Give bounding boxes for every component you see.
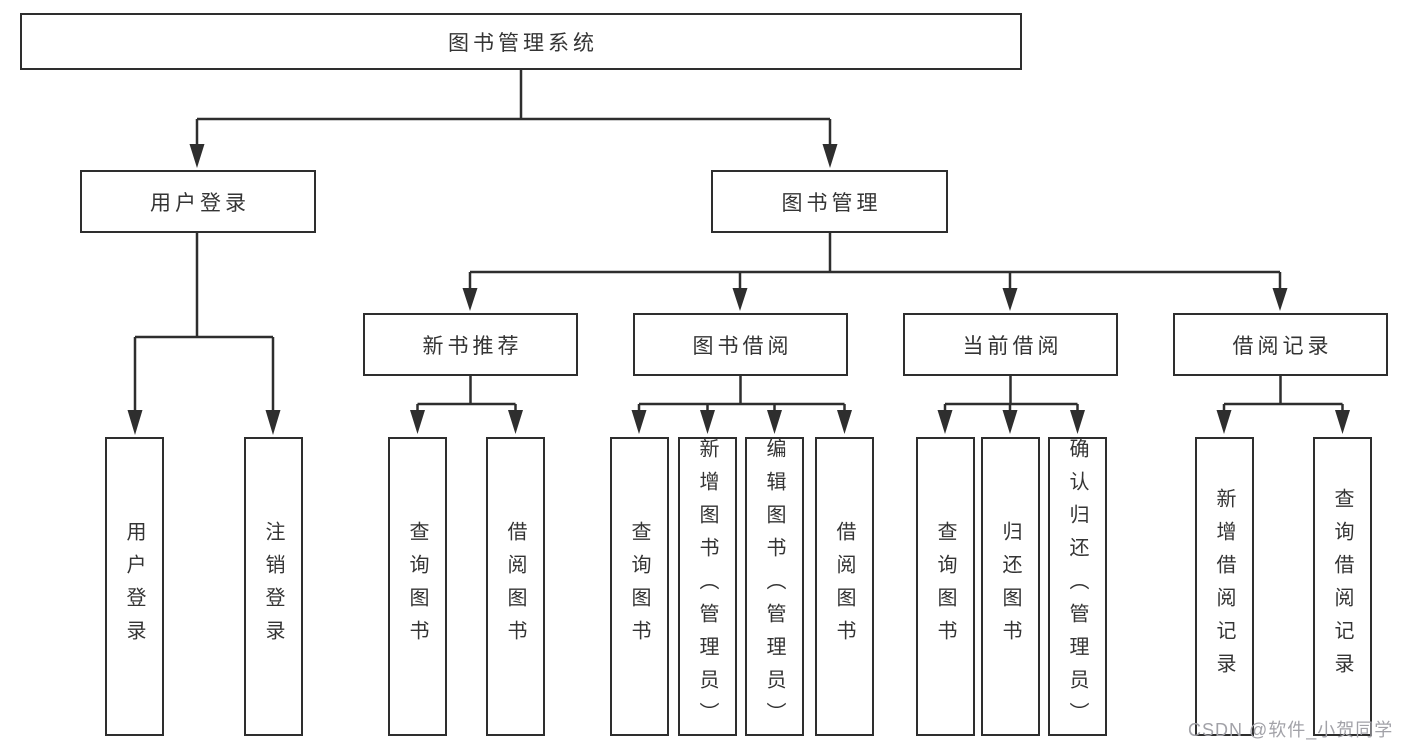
leaf-edit-book-admin: 编辑图书（管理员）	[745, 437, 804, 736]
leaf-label: 归还图书	[999, 520, 1021, 653]
leaf-label: 编辑图书（管理员）	[763, 438, 785, 735]
leaf-label: 借阅图书	[833, 520, 855, 653]
arrow-down-icon	[631, 410, 852, 434]
leaf-label: 用户登录	[123, 520, 145, 653]
arrow-down-icon	[127, 410, 281, 435]
arrow-down-icon	[410, 410, 523, 434]
node-label: 新书推荐	[422, 334, 523, 358]
node-label: 用户登录	[150, 191, 250, 215]
connector-userlogin-to-leaves	[133, 233, 275, 412]
arrow-down-icon	[937, 410, 1085, 434]
node-borrowing-records: 借阅记录	[1173, 313, 1388, 376]
connector-borrowrecords-to-leaves	[1222, 376, 1344, 412]
connector-bookmgmt-to-level3	[468, 233, 1282, 290]
connector-currentborrow-to-leaves	[943, 376, 1079, 412]
leaf-borrow-books-recommend: 借阅图书	[486, 437, 545, 736]
leaf-user-login: 用户登录	[105, 437, 164, 736]
leaf-query-books-current: 查询图书	[916, 437, 975, 736]
leaf-return-books: 归还图书	[981, 437, 1040, 736]
node-label: 当前借阅	[962, 334, 1063, 358]
node-label: 借阅记录	[1232, 334, 1333, 358]
leaf-label: 借阅图书	[504, 520, 526, 653]
connector-bookborrow-to-leaves	[637, 376, 846, 412]
arrow-down-icon	[1216, 410, 1350, 434]
node-label: 图书管理系统	[448, 31, 598, 55]
leaf-confirm-return-admin: 确认归还（管理员）	[1048, 437, 1107, 736]
leaf-label: 查询借阅记录	[1331, 487, 1353, 686]
node-current-borrowing: 当前借阅	[903, 313, 1118, 376]
leaf-label: 查询图书	[406, 520, 428, 653]
node-library-system: 图书管理系统	[20, 13, 1022, 70]
node-new-book-recommend: 新书推荐	[363, 313, 578, 376]
leaf-label: 新增图书（管理员）	[696, 438, 718, 735]
leaf-query-borrow-record: 查询借阅记录	[1313, 437, 1372, 736]
leaf-label: 查询图书	[934, 520, 956, 653]
leaf-add-book-admin: 新增图书（管理员）	[678, 437, 737, 736]
node-book-management: 图书管理	[711, 170, 948, 233]
node-label: 图书管理	[781, 191, 882, 215]
leaf-borrow-books: 借阅图书	[815, 437, 874, 736]
connector-newbooks-to-leaves	[416, 376, 517, 412]
arrow-down-icon	[189, 144, 838, 168]
leaf-label: 新增借阅记录	[1213, 487, 1235, 686]
node-user-login: 用户登录	[80, 170, 316, 233]
arrow-down-icon	[462, 288, 1288, 311]
leaf-logout: 注销登录	[244, 437, 303, 736]
connector-root-to-level2	[195, 70, 832, 146]
leaf-label: 确认归还（管理员）	[1066, 438, 1088, 735]
leaf-label: 查询图书	[628, 520, 650, 653]
node-label: 图书借阅	[692, 334, 793, 358]
leaf-label: 注销登录	[262, 520, 284, 653]
csdn-watermark: CSDN @软件_小贺同学	[1188, 720, 1394, 740]
node-book-borrowing: 图书借阅	[633, 313, 848, 376]
leaf-add-borrow-record: 新增借阅记录	[1195, 437, 1254, 736]
leaf-query-books-recommend: 查询图书	[388, 437, 447, 736]
leaf-query-books-borrow: 查询图书	[610, 437, 669, 736]
